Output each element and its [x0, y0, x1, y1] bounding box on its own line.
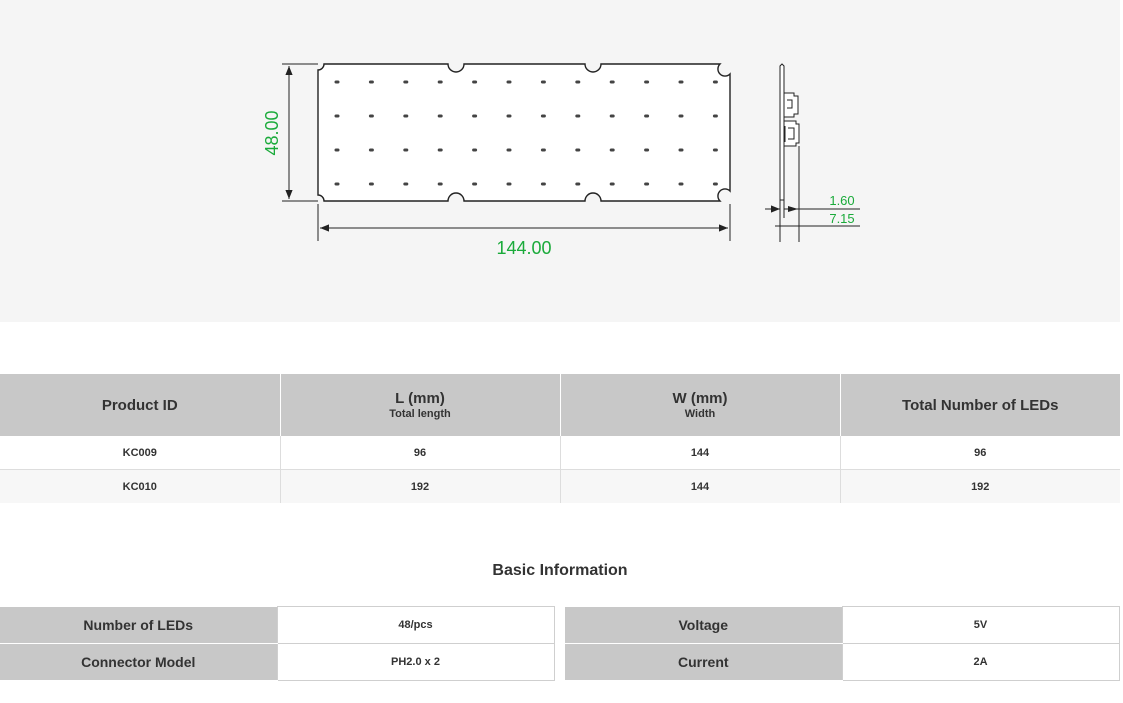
led-pad — [368, 148, 374, 152]
led-pad — [472, 114, 478, 118]
cell-width: 144 — [560, 436, 841, 470]
led-pad — [403, 114, 409, 118]
led-pad — [403, 80, 409, 84]
basic-info-left-table: Number of LEDs 48/pcs Connector Model PH… — [0, 606, 555, 681]
info-value-current: 2A — [841, 643, 1120, 681]
led-pad — [644, 182, 650, 186]
col-header-product-id: Product ID — [0, 374, 281, 436]
info-row: Connector Model PH2.0 x 2 — [0, 643, 555, 681]
led-pad — [334, 80, 340, 84]
led-pad — [712, 182, 718, 186]
led-pad — [644, 148, 650, 152]
led-pad — [712, 148, 718, 152]
cell-total-leds: 192 — [840, 469, 1120, 503]
cell-length: 192 — [280, 469, 561, 503]
col-header-length: L (mm) Total length — [280, 374, 561, 436]
col-subheader-width: Width — [684, 408, 716, 420]
led-pad — [644, 114, 650, 118]
cell-length: 96 — [280, 436, 561, 470]
led-pad-grid — [334, 80, 718, 186]
info-key-connector-model: Connector Model — [0, 643, 277, 681]
cell-width: 144 — [560, 469, 841, 503]
led-pad — [644, 80, 650, 84]
basic-info-right-table: Voltage 5V Current 2A — [565, 606, 1120, 681]
thickness-dimension-label: 1.60 — [829, 193, 854, 208]
info-value-connector-model: PH2.0 x 2 — [276, 643, 555, 681]
table-row: KC010 192 144 192 — [0, 469, 1120, 503]
led-pad — [368, 114, 374, 118]
led-pad — [472, 148, 478, 152]
led-pad — [540, 148, 546, 152]
led-pad — [540, 114, 546, 118]
info-row: Current 2A — [565, 643, 1120, 681]
led-pad — [368, 80, 374, 84]
led-pad — [678, 80, 684, 84]
led-pad — [506, 148, 512, 152]
col-subheader-length: Total length — [389, 408, 451, 420]
led-pad — [540, 182, 546, 186]
basic-information-title: Basic Information — [492, 562, 628, 579]
led-pad — [334, 148, 340, 152]
info-value-number-of-leds: 48/pcs — [276, 606, 555, 644]
height-dimension-label: 48.00 — [262, 110, 282, 155]
led-pad — [540, 80, 546, 84]
led-pad — [403, 182, 409, 186]
led-pad — [437, 182, 443, 186]
led-pad — [678, 114, 684, 118]
led-pad — [575, 80, 581, 84]
cell-product-id: KC010 — [0, 469, 281, 503]
led-pad — [334, 114, 340, 118]
length-dimension-label: 144.00 — [496, 238, 551, 258]
table-row: KC009 96 144 96 — [0, 436, 1120, 470]
led-pad — [403, 148, 409, 152]
info-row: Number of LEDs 48/pcs — [0, 606, 555, 644]
cell-total-leds: 96 — [840, 436, 1120, 470]
led-pad — [506, 80, 512, 84]
pcb-outline — [317, 63, 731, 202]
led-pad — [437, 148, 443, 152]
led-pad — [712, 80, 718, 84]
col-header-total-leds: Total Number of LEDs — [840, 374, 1120, 436]
led-pad — [609, 182, 615, 186]
led-pad — [506, 182, 512, 186]
product-table-header-row: Product ID L (mm) Total length W (mm) Wi… — [0, 374, 1120, 436]
led-pad — [575, 114, 581, 118]
led-pad — [609, 148, 615, 152]
pcb-dimension-drawing: 48.00 144.00 1.60 7.15 — [262, 63, 860, 258]
info-key-current: Current — [565, 643, 842, 681]
led-pad — [472, 80, 478, 84]
led-pad — [575, 148, 581, 152]
info-value-voltage: 5V — [841, 606, 1120, 644]
led-pad — [368, 182, 374, 186]
led-pad — [437, 114, 443, 118]
led-pad — [437, 80, 443, 84]
led-pad — [609, 80, 615, 84]
info-key-number-of-leds: Number of LEDs — [0, 606, 277, 644]
info-key-voltage: Voltage — [565, 606, 842, 644]
led-pad — [678, 148, 684, 152]
led-pad — [712, 114, 718, 118]
technical-drawing-panel: 48.00 144.00 1.60 7.15 — [0, 0, 1120, 322]
cell-product-id: KC009 — [0, 436, 281, 470]
pcb-side-view — [779, 63, 800, 201]
depth-dimension-label: 7.15 — [829, 211, 854, 226]
col-header-width: W (mm) Width — [560, 374, 841, 436]
led-pad — [609, 114, 615, 118]
info-row: Voltage 5V — [565, 606, 1120, 644]
led-pad — [472, 182, 478, 186]
led-pad — [334, 182, 340, 186]
product-table: Product ID L (mm) Total length W (mm) Wi… — [0, 374, 1120, 503]
led-pad — [575, 182, 581, 186]
led-pad — [678, 182, 684, 186]
led-pad — [506, 114, 512, 118]
